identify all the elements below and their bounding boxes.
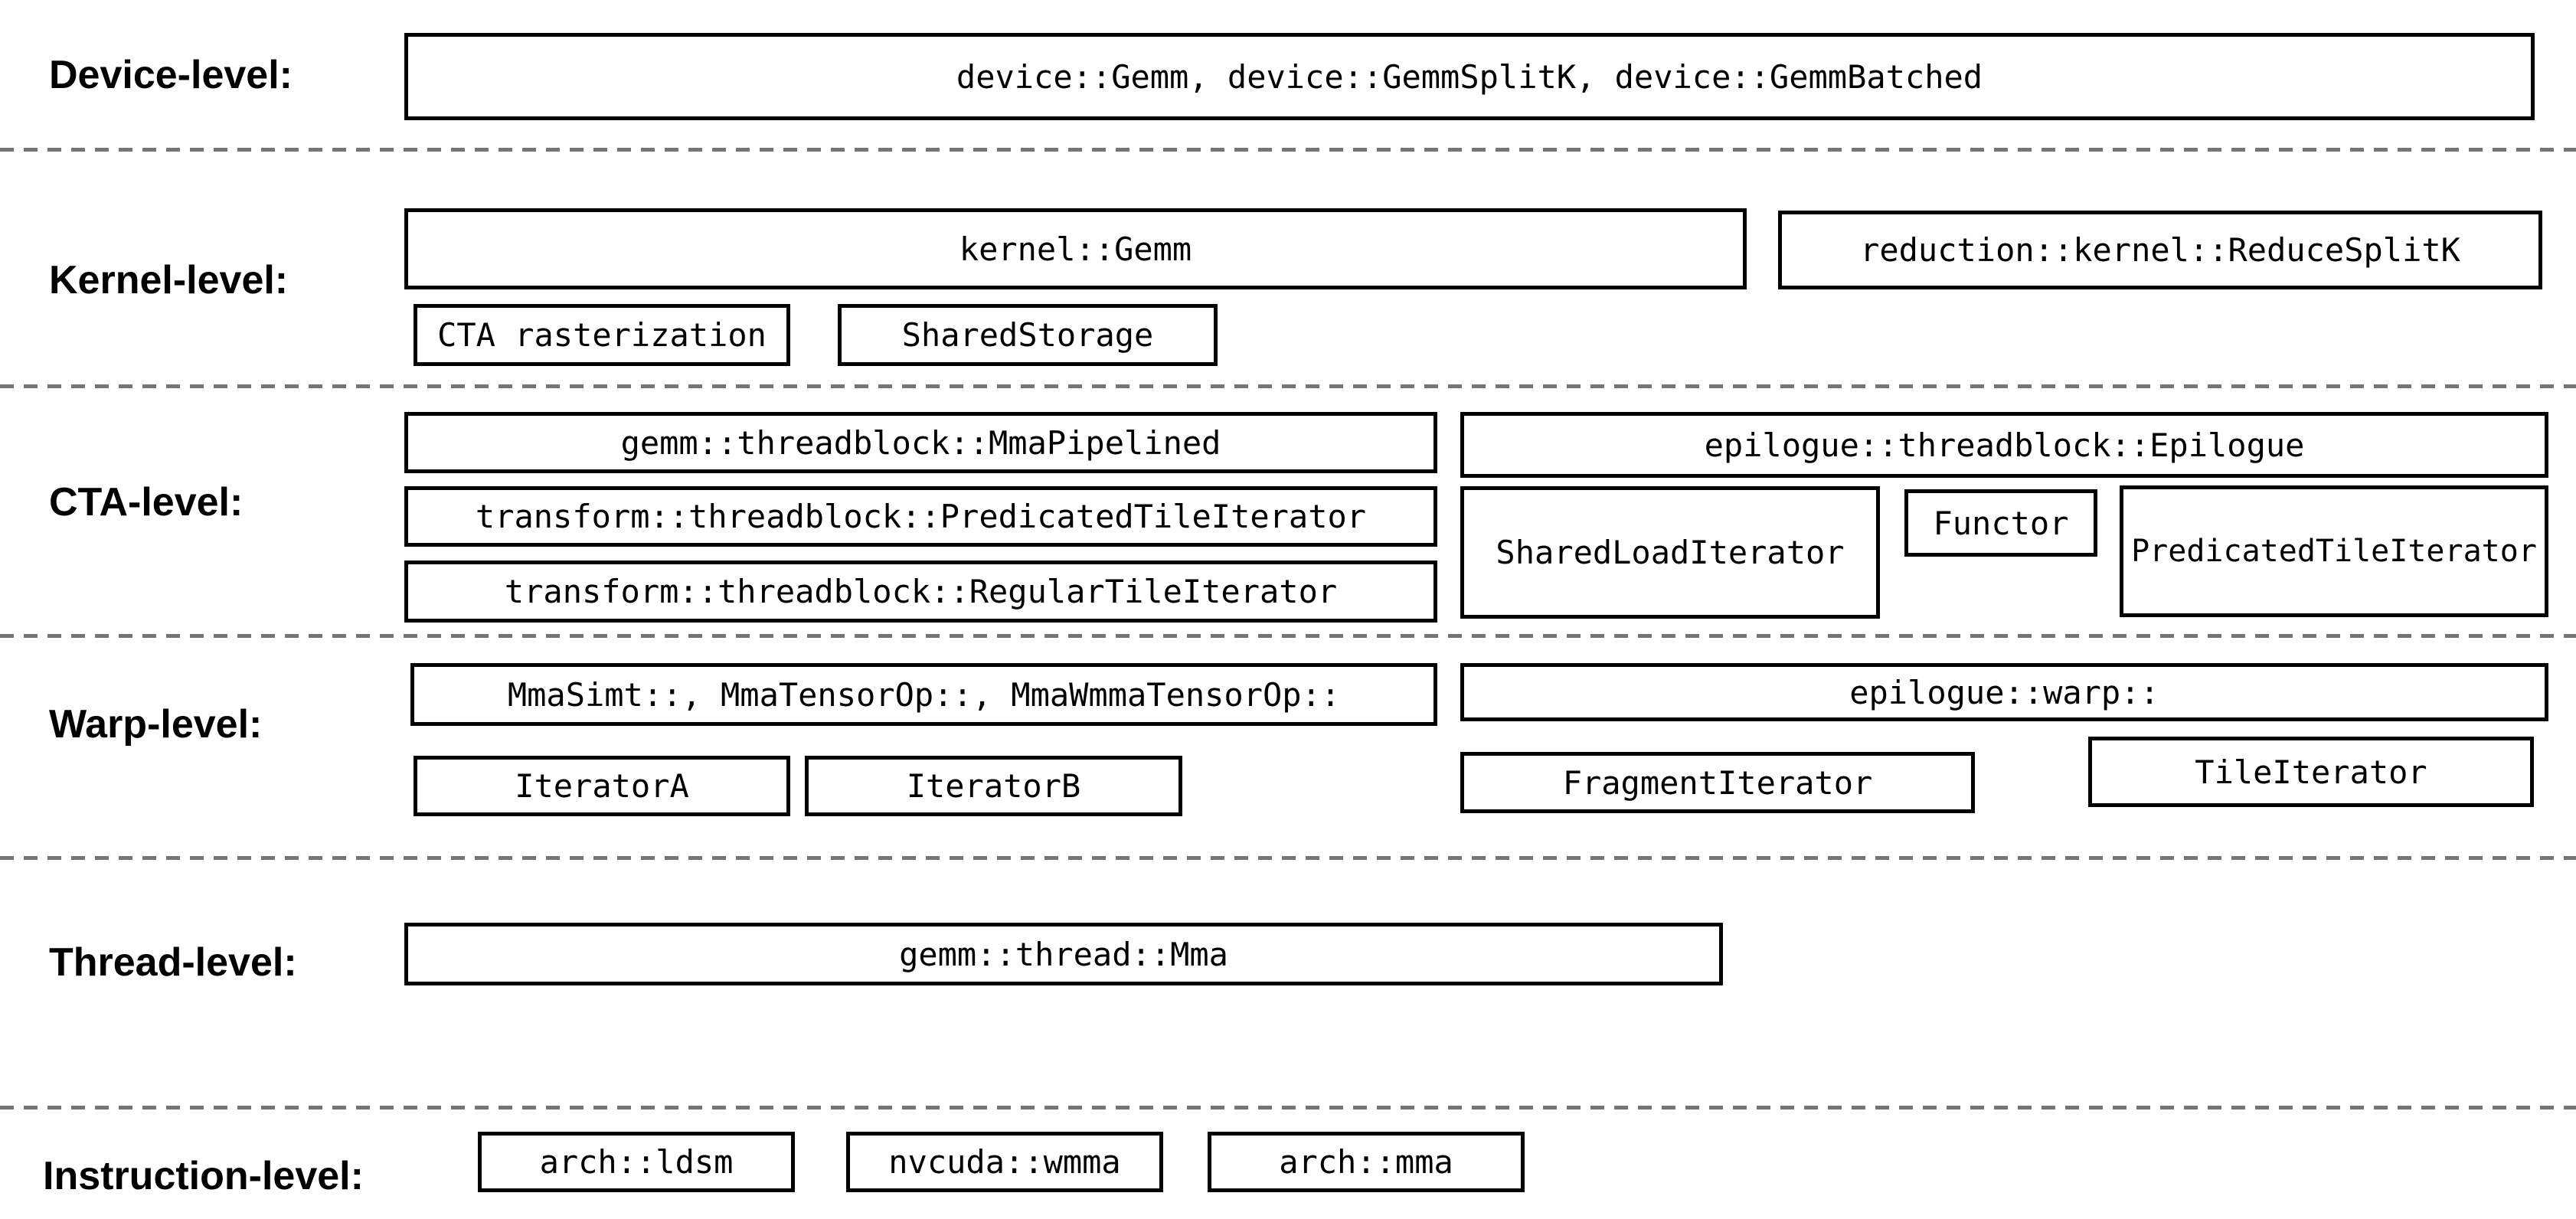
box-arch-ldsm: arch::ldsm bbox=[478, 1132, 795, 1192]
box-epilogue-warp: epilogue::warp:: bbox=[1460, 663, 2548, 721]
cta-level-label: CTA-level: bbox=[49, 480, 244, 525]
box-gemm-thread-mma: gemm::thread::Mma bbox=[404, 923, 1723, 985]
device-level-label: Device-level: bbox=[49, 53, 293, 97]
box-cta-rasterization: CTA rasterization bbox=[414, 304, 790, 366]
box-transform-threadblock-predicated-tile-iterator: transform::threadblock::PredicatedTileIt… bbox=[404, 486, 1437, 547]
kernel-level-label: Kernel-level: bbox=[49, 258, 289, 302]
box-iterator-a: IteratorA bbox=[414, 756, 790, 816]
separator-thread-instruction bbox=[0, 1106, 2576, 1110]
box-tile-iterator: TileIterator bbox=[2088, 737, 2534, 807]
separator-kernel-cta bbox=[0, 384, 2576, 388]
box-shared-load-iterator: SharedLoadIterator bbox=[1460, 486, 1880, 619]
box-epilogue-predicated-tile-iterator: PredicatedTileIterator bbox=[2120, 485, 2548, 617]
box-device-gemm: device::Gemm, device::GemmSplitK, device… bbox=[404, 33, 2535, 120]
box-fragment-iterator: FragmentIterator bbox=[1460, 752, 1975, 813]
box-shared-storage: SharedStorage bbox=[838, 304, 1218, 366]
warp-level-label: Warp-level: bbox=[49, 702, 263, 747]
box-gemm-threadblock-mma-pipelined: gemm::threadblock::MmaPipelined bbox=[404, 412, 1437, 473]
box-epilogue-threadblock-epilogue: epilogue::threadblock::Epilogue bbox=[1460, 412, 2548, 478]
box-iterator-b: IteratorB bbox=[805, 756, 1182, 816]
thread-level-label: Thread-level: bbox=[49, 940, 297, 985]
separator-warp-thread bbox=[0, 856, 2576, 860]
separator-device-kernel bbox=[0, 148, 2576, 152]
separator-cta-warp bbox=[0, 634, 2576, 638]
instruction-level-label: Instruction-level: bbox=[43, 1154, 364, 1198]
box-nvcuda-wmma: nvcuda::wmma bbox=[846, 1132, 1163, 1192]
box-kernel-gemm: kernel::Gemm bbox=[404, 208, 1747, 289]
box-arch-mma: arch::mma bbox=[1208, 1132, 1525, 1192]
box-functor: Functor bbox=[1904, 489, 2097, 557]
box-reduction-kernel-reduce-splitk: reduction::kernel::ReduceSplitK bbox=[1778, 211, 2542, 289]
box-transform-threadblock-regular-tile-iterator: transform::threadblock::RegularTileItera… bbox=[404, 560, 1437, 623]
box-warp-mma-variants: MmaSimt::, MmaTensorOp::, MmaWmmaTensorO… bbox=[410, 663, 1437, 726]
